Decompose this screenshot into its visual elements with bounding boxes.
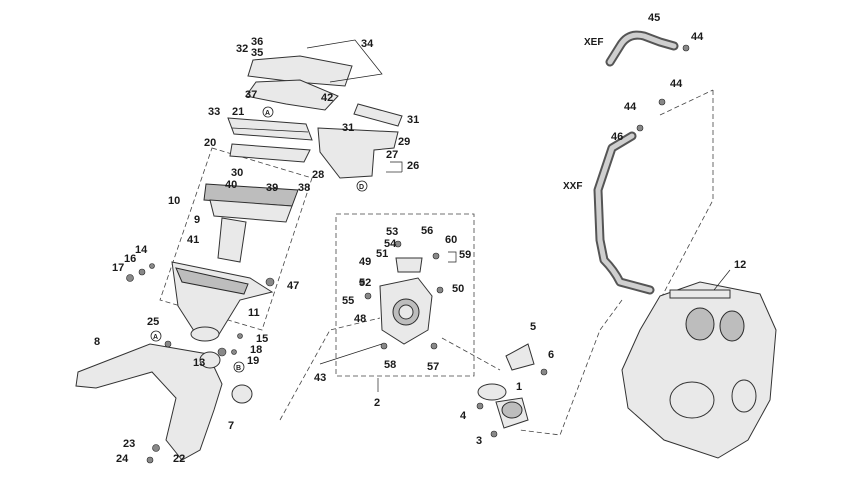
callout-9: 9 [194,214,200,226]
group-brackets [377,161,457,392]
callout-31-left: 31 [342,122,354,134]
callout-47: 47 [287,280,299,292]
throttle-body [319,240,444,365]
callout-58: 58 [384,359,396,371]
callout-44-mid: 44 [670,78,683,90]
callout-36: 36 [251,36,263,48]
callout-8: 8 [94,336,100,348]
callout-26: 26 [407,160,419,172]
callout-32: 32 [236,43,248,55]
assembly-outlines [159,89,714,436]
callout-57: 57 [427,361,439,373]
reference-b: B [236,365,241,372]
callout-50: 50 [452,283,464,295]
callout-27: 27 [386,149,398,161]
callout-24: 24 [116,453,129,465]
callout-17: 17 [112,262,124,274]
callout-labels: 1 2 3 4 5 6 7 8 9 10 11 12 13 14 15 16 1… [94,12,746,465]
callout-18: 18 [250,344,262,356]
callout-42: 42 [321,92,333,104]
callout-59: 59 [459,249,471,261]
intake-boot [476,343,548,438]
callout-11: 11 [248,307,260,319]
callout-31-right: 31 [407,114,419,126]
callout-37: 37 [245,89,257,101]
callout-13: 13 [193,357,205,369]
callout-56: 56 [421,225,433,237]
callout-43: 43 [314,372,326,384]
callout-44-top: 44 [691,31,704,43]
callout-1: 1 [516,381,522,393]
callout-60: 60 [445,234,457,246]
intake-snorkel-right: D [317,103,403,192]
callout-16: 16 [124,253,136,265]
callout-39: 39 [266,182,278,194]
callout-44-low: 44 [624,101,637,113]
variant-label-xef: XEF [584,37,603,48]
callout-54: 54 [384,238,397,250]
airbox-cover-top: A [245,39,383,118]
callout-51: 51 [376,248,388,260]
callout-7: 7 [228,420,234,432]
callout-33: 33 [208,106,220,118]
small-hardware-left [126,263,275,464]
variant-label-xxf: XXF [563,181,582,192]
callout-3: 3 [476,435,482,447]
callout-35: 35 [251,47,263,59]
callout-22: 22 [173,453,185,465]
callout-45: 45 [648,12,660,24]
airbox-housing [171,261,274,342]
callout-48: 48 [354,313,366,325]
reference-a-lower: A [153,334,158,341]
callout-55: 55 [342,295,354,307]
callout-49: 49 [359,256,371,268]
callout-12: 12 [734,259,746,271]
callout-15: 15 [256,333,268,345]
air-filter-element [203,183,299,263]
callout-52: 52 [359,277,371,289]
callout-46: 46 [611,131,623,143]
callout-10: 10 [168,195,180,207]
breather-hose-xxf [593,124,655,295]
reference-a-top: A [265,110,270,117]
callout-6: 6 [548,349,554,361]
callout-30: 30 [231,167,243,179]
callout-4: 4 [460,410,467,422]
callout-20: 20 [204,137,216,149]
breather-hose-xef [605,30,690,106]
callout-38: 38 [298,182,310,194]
engine-block [621,269,777,459]
callout-28: 28 [312,169,324,181]
callout-14: 14 [135,244,148,256]
reference-d: D [359,184,364,191]
callout-19: 19 [247,355,259,367]
callout-34: 34 [361,38,374,50]
callout-23: 23 [123,438,135,450]
callout-21: 21 [232,106,244,118]
callout-41: 41 [187,234,199,246]
callout-40: 40 [225,179,237,191]
callout-53: 53 [386,226,398,238]
callout-5: 5 [530,321,536,333]
callout-29: 29 [398,136,410,148]
callout-25: 25 [147,316,159,328]
callout-2: 2 [374,397,380,409]
airbox-lid-frame [227,117,313,163]
